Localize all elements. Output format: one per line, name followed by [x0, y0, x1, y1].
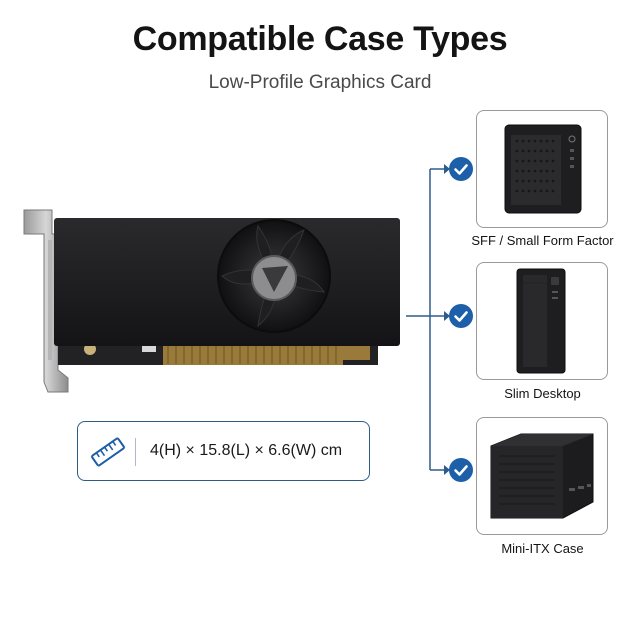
case-image-slim-desktop	[476, 262, 608, 380]
dimensions-text: 4(H) × 15.8(L) × 6.6(W) cm	[150, 442, 343, 459]
ruler-icon	[90, 436, 126, 468]
check-icon	[449, 458, 473, 482]
check-icon	[449, 157, 473, 181]
case-label-mini-itx: Mini-ITX Case	[501, 541, 584, 556]
check-icon	[449, 304, 473, 328]
case-label-slim-desktop: Slim Desktop	[504, 386, 581, 401]
graphics-card-image	[18, 200, 403, 400]
case-image-sff	[476, 110, 608, 228]
dimensions-box: 4(H) × 15.8(L) × 6.6(W) cm	[77, 421, 370, 481]
case-image-mini-itx	[476, 417, 608, 535]
divider	[135, 438, 136, 466]
page-title: Compatible Case Types	[132, 20, 508, 58]
case-label-sff: SFF / Small Form Factor	[471, 233, 614, 248]
page-subtitle: Low-Profile Graphics Card	[208, 72, 432, 93]
